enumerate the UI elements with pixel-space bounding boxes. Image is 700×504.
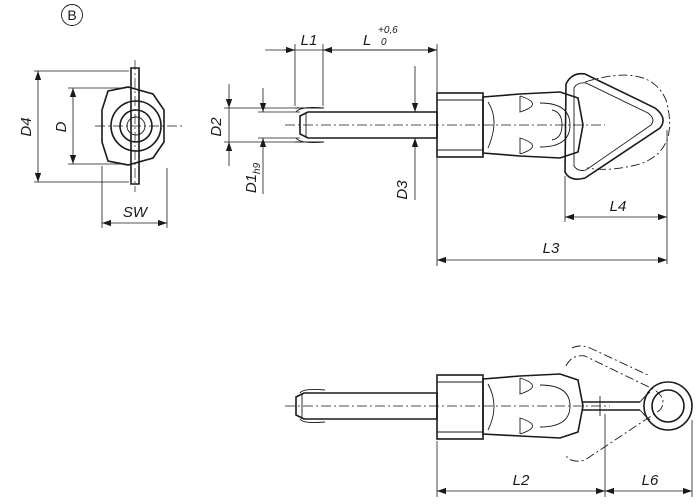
- grip-groove-1: [487, 101, 495, 149]
- d4-label: D4: [18, 117, 35, 136]
- view-badge: B: [67, 7, 76, 23]
- lower-grip-rib-middle: [539, 384, 571, 428]
- grip-rib-bottom: [519, 137, 533, 155]
- l4-label: L4: [610, 198, 627, 215]
- lower-grip-rib-bottom: [519, 417, 533, 435]
- key-ring-outer: [643, 381, 693, 431]
- handle-triangle: [564, 72, 664, 180]
- l1-label: L1: [301, 32, 318, 49]
- d1-label: D1h9: [243, 162, 263, 193]
- lower-grip-groove: [487, 383, 495, 431]
- d3-label: D3: [394, 180, 411, 200]
- l3-label: L3: [543, 240, 560, 257]
- l-tol-lower: 0: [381, 37, 387, 48]
- key-ring-inner: [651, 389, 685, 423]
- ring-neck-bottom: [639, 409, 651, 421]
- l-label: L: [363, 32, 371, 49]
- l6-label: L6: [642, 472, 659, 489]
- lower-handle-phantom: [564, 355, 664, 462]
- hex-body: [101, 86, 165, 166]
- lower-handle-phantom-outer: [571, 345, 651, 377]
- l2-label: L2: [513, 472, 530, 489]
- sw-label: SW: [123, 204, 149, 221]
- lower-grip-body: [482, 373, 584, 439]
- lower-ball-top: [299, 388, 326, 394]
- grip-rib-middle: [539, 102, 571, 148]
- body-outer-circle: [110, 100, 162, 152]
- lower-grip-rib-top: [519, 377, 533, 395]
- handle-inner: [573, 82, 654, 171]
- d2-label: D2: [208, 117, 225, 137]
- flange-ring: [130, 67, 140, 185]
- view-badge-circle: [61, 4, 83, 26]
- end-view: B D4 D SW: [18, 4, 182, 228]
- l-tol-upper: +0,6: [378, 25, 398, 36]
- grip-rib-inner: [551, 109, 563, 141]
- lower-collar: [436, 374, 484, 440]
- grip-body: [482, 91, 584, 159]
- side-view-with-ring: L2 L6: [285, 345, 693, 497]
- side-view: L1 L +0,6 0 D2 D1h9 D3 L4 L3: [208, 25, 670, 266]
- d-label: D: [53, 121, 70, 132]
- handle-phantom: [584, 74, 670, 170]
- lower-ball-bottom: [299, 418, 326, 424]
- pin-head-circle: [119, 109, 153, 143]
- ring-neck-top: [639, 391, 651, 403]
- pin-core-circle: [126, 116, 146, 136]
- grip-rib-top: [519, 95, 533, 113]
